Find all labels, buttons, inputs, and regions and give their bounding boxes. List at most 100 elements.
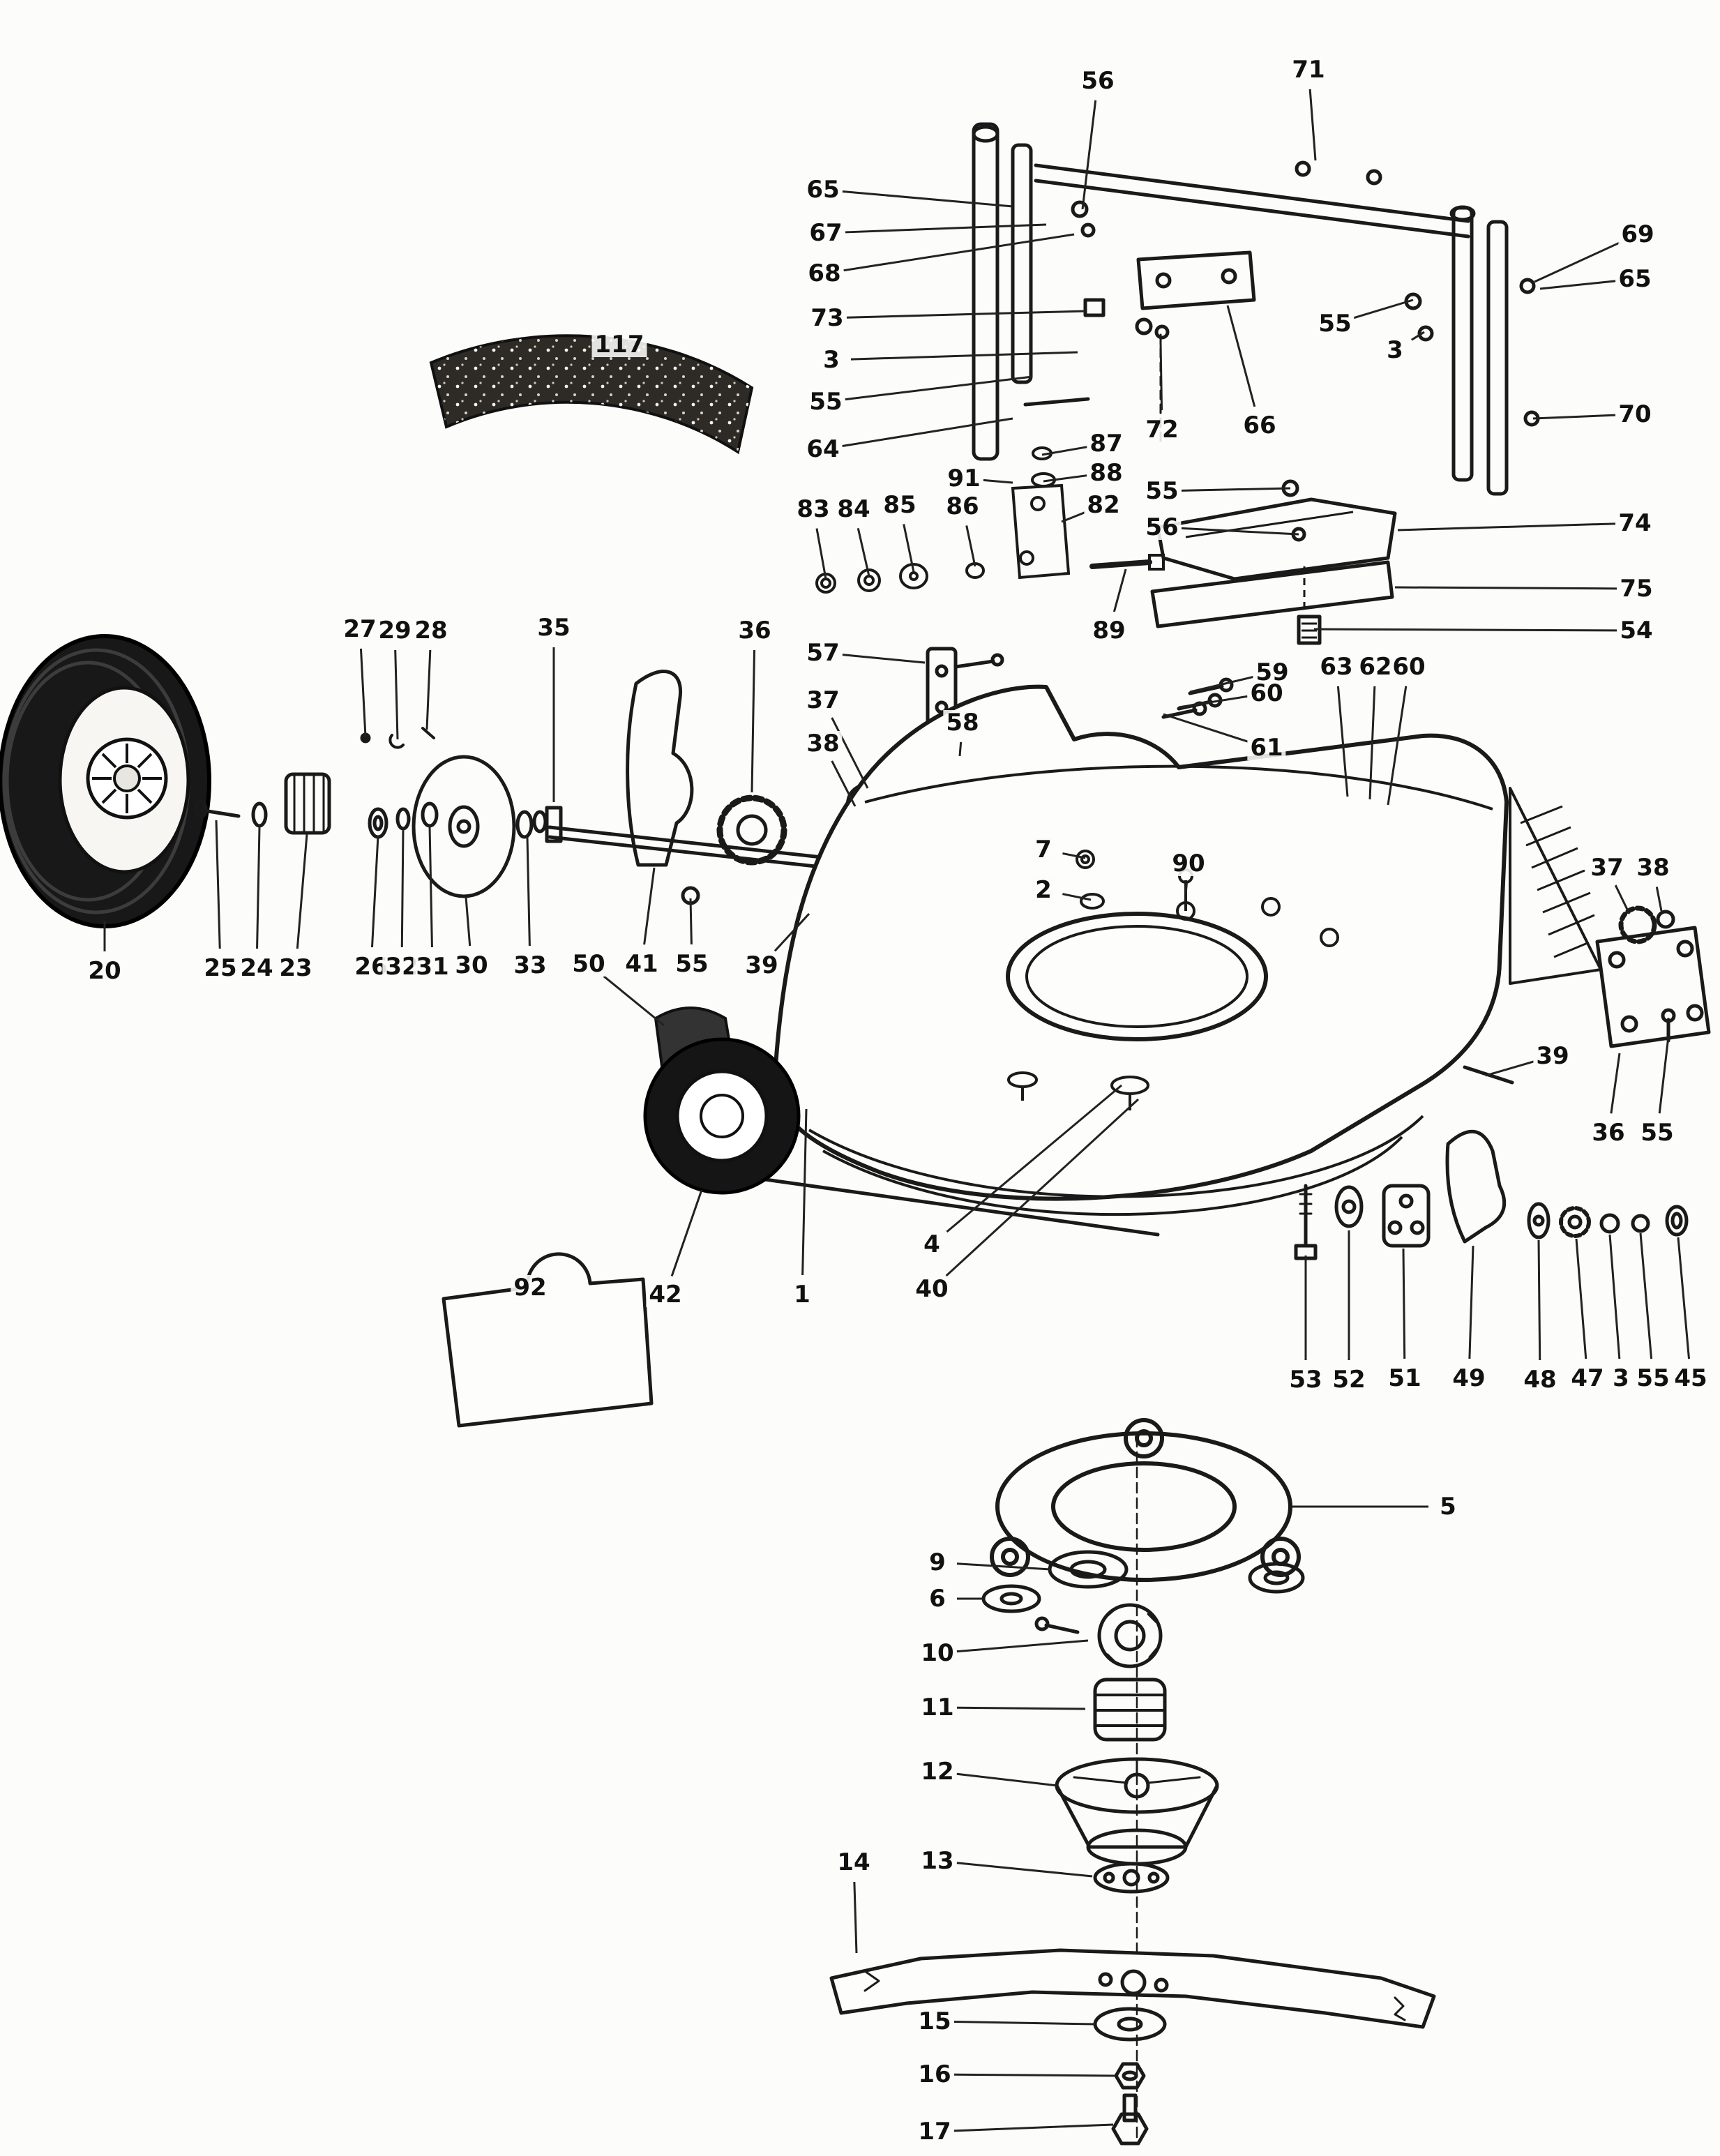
part-label-41: 41	[622, 951, 661, 977]
part-label-16: 16	[915, 2062, 954, 2087]
part-label-27: 27	[340, 617, 379, 642]
part-label-71: 71	[1289, 57, 1328, 82]
part-label-38: 38	[804, 731, 843, 756]
part-label-85: 85	[880, 492, 919, 518]
part-label-5: 5	[1437, 1494, 1459, 1519]
part-label-7: 7	[1032, 837, 1055, 862]
part-label-55: 55	[806, 389, 845, 414]
part-label-3: 3	[820, 347, 843, 372]
part-label-82: 82	[1084, 492, 1123, 518]
part-label-2: 2	[1032, 877, 1055, 903]
part-label-75: 75	[1617, 576, 1656, 601]
part-label-57: 57	[804, 640, 843, 665]
part-label-4: 4	[921, 1232, 943, 1257]
brake-parts-drawing	[1294, 1129, 1689, 1260]
part-label-20: 20	[85, 958, 124, 983]
part-label-37: 37	[804, 688, 843, 713]
part-label-33: 33	[511, 953, 550, 978]
part-label-40: 40	[912, 1276, 951, 1302]
part-label-15: 15	[915, 2009, 954, 2034]
part-label-55: 55	[1315, 311, 1355, 336]
part-label-54: 54	[1617, 618, 1656, 643]
part-label-83: 83	[794, 497, 833, 522]
part-label-11: 11	[918, 1695, 957, 1720]
front-wheel-drawing	[643, 1007, 801, 1195]
part-label-92: 92	[511, 1275, 550, 1300]
part-label-39: 39	[742, 953, 781, 978]
part-label-17: 17	[915, 2119, 954, 2144]
part-label-29: 29	[375, 618, 414, 643]
part-label-56: 56	[1142, 515, 1182, 540]
part-label-36: 36	[1589, 1120, 1628, 1145]
part-label-53: 53	[1286, 1367, 1325, 1392]
part-label-60: 60	[1389, 654, 1428, 679]
part-label-55: 55	[1142, 478, 1182, 504]
part-label-45: 45	[1671, 1366, 1710, 1391]
part-label-60: 60	[1247, 681, 1286, 706]
part-label-56: 56	[1078, 68, 1117, 93]
guard-plate-drawing	[442, 1252, 654, 1428]
part-label-84: 84	[834, 497, 873, 522]
part-label-86: 86	[943, 494, 982, 519]
part-label-47: 47	[1568, 1366, 1607, 1391]
part-label-68: 68	[805, 261, 844, 286]
part-label-67: 67	[806, 220, 845, 246]
blade-drawing	[829, 1948, 1436, 2146]
part-label-30: 30	[452, 953, 491, 978]
part-label-55: 55	[672, 951, 711, 977]
part-label-25: 25	[201, 956, 240, 981]
part-label-74: 74	[1615, 511, 1654, 536]
part-label-117: 117	[591, 332, 647, 357]
part-label-51: 51	[1385, 1366, 1424, 1391]
part-label-13: 13	[918, 1848, 957, 1874]
part-label-87: 87	[1087, 431, 1126, 456]
part-label-89: 89	[1089, 618, 1129, 643]
part-label-69: 69	[1618, 222, 1657, 247]
part-label-49: 49	[1449, 1366, 1488, 1391]
part-label-88: 88	[1087, 460, 1126, 485]
part-label-64: 64	[804, 437, 843, 462]
part-label-12: 12	[918, 1759, 957, 1784]
part-label-6: 6	[926, 1586, 949, 1611]
part-label-35: 35	[534, 615, 573, 640]
part-label-55: 55	[1638, 1120, 1677, 1145]
part-label-58: 58	[943, 710, 982, 735]
part-label-10: 10	[918, 1641, 957, 1666]
part-label-31: 31	[413, 954, 452, 979]
rear-wheel-drawing	[0, 634, 211, 928]
handle-bracket-assembly-drawing	[972, 122, 1540, 496]
abrasive-strip-drawing	[429, 334, 754, 455]
part-label-61: 61	[1247, 735, 1286, 760]
part-label-72: 72	[1142, 417, 1182, 442]
part-label-14: 14	[834, 1850, 873, 1875]
part-label-1: 1	[791, 1282, 813, 1307]
part-label-42: 42	[646, 1282, 685, 1307]
part-label-65: 65	[1615, 266, 1654, 292]
fastener-stack-drawing	[815, 446, 1165, 594]
part-label-66: 66	[1240, 413, 1279, 438]
part-label-55: 55	[1634, 1366, 1673, 1391]
part-label-3: 3	[1384, 338, 1406, 363]
part-label-63: 63	[1317, 654, 1356, 679]
part-label-37: 37	[1587, 855, 1627, 880]
part-label-9: 9	[926, 1550, 949, 1575]
part-label-73: 73	[808, 306, 847, 331]
part-label-23: 23	[276, 956, 315, 981]
part-label-70: 70	[1615, 402, 1654, 427]
mower-deck-drawing	[772, 684, 1602, 1216]
part-label-52: 52	[1329, 1367, 1368, 1392]
part-label-39: 39	[1533, 1043, 1572, 1069]
part-label-38: 38	[1634, 855, 1673, 880]
part-label-3: 3	[1610, 1366, 1632, 1391]
part-label-62: 62	[1356, 654, 1395, 679]
part-label-24: 24	[237, 956, 276, 981]
part-label-90: 90	[1169, 851, 1208, 876]
part-label-36: 36	[735, 618, 774, 643]
part-label-91: 91	[944, 466, 983, 491]
part-label-65: 65	[804, 177, 843, 202]
part-label-28: 28	[412, 618, 451, 643]
part-label-48: 48	[1521, 1367, 1560, 1392]
